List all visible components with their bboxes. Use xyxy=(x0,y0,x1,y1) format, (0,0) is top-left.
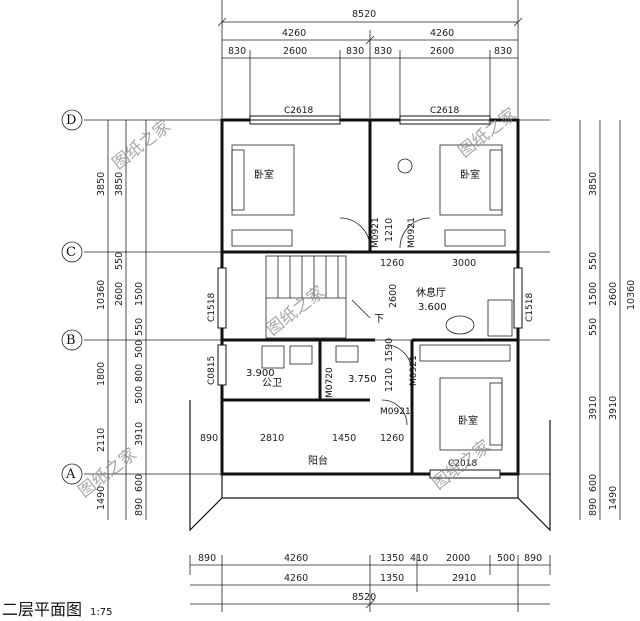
room-label-bedroom: 卧室 xyxy=(460,168,480,181)
dim-interior: 890 xyxy=(200,433,218,444)
watermark-text: 图纸之家 xyxy=(455,104,521,162)
dim-left-inner: 550 xyxy=(114,252,125,270)
axis-label-c: C xyxy=(66,245,76,260)
room-label-wc: 公卫 xyxy=(262,378,282,389)
dim-top-sub: 830 xyxy=(228,46,246,57)
dim-bottom-a: 4260 xyxy=(284,553,308,564)
dim-interior: 1260 xyxy=(380,433,404,444)
dim-interior: 1590 xyxy=(384,338,395,362)
room-label-lounge: 休息厅 xyxy=(416,286,446,299)
door-label: M0921 xyxy=(409,355,419,386)
dim-left-outer: 3850 xyxy=(96,172,107,196)
dim-bottom-a: 500 xyxy=(497,553,515,564)
dim-left-inner: 3910 xyxy=(134,422,145,446)
dim-top-sub: 2600 xyxy=(283,46,307,57)
dim-left-outer: 10360 xyxy=(96,280,107,310)
drawing-title: 二层平面图 1:75 xyxy=(2,596,112,620)
door-label: M0720 xyxy=(325,367,335,398)
door-label: M0921 xyxy=(371,217,381,248)
dim-top-sub: 2600 xyxy=(430,46,454,57)
watermark-text: 图纸之家 xyxy=(109,116,175,174)
room-label-bedroom: 卧室 xyxy=(254,168,274,181)
dim-left-inner: 890 xyxy=(134,498,145,516)
dim-right-outer: 10360 xyxy=(626,280,637,310)
level-mark: 3.750 xyxy=(348,374,377,385)
room-label-balcony: 阳台 xyxy=(308,454,328,467)
dim-top-total: 8520 xyxy=(352,9,376,20)
dim-left-inner: 800 xyxy=(134,364,145,382)
dim-right-outer: 1490 xyxy=(608,486,619,510)
dim-left-inner: 1500 xyxy=(134,282,145,306)
dim-bottom-a: 410 xyxy=(410,553,428,564)
window-label: C2618 xyxy=(284,106,313,116)
dim-bottom-b: 1350 xyxy=(380,573,404,584)
dim-interior: 1210 xyxy=(384,368,395,392)
door-label: M0921 xyxy=(407,217,417,248)
dim-interior: 1260 xyxy=(380,258,404,269)
axis-label-b: B xyxy=(66,333,76,348)
level-mark: 3.600 xyxy=(418,302,447,313)
dim-right-inner: 550 xyxy=(588,318,599,336)
dim-interior: 1450 xyxy=(332,433,356,444)
dim-interior: 2810 xyxy=(260,433,284,444)
drawing-scale: 1:75 xyxy=(90,607,113,618)
dim-interior: 1210 xyxy=(384,218,395,242)
dim-right-inner: 3850 xyxy=(588,172,599,196)
stair-down-label: 下 xyxy=(374,314,384,325)
watermark-text: 图纸之家 xyxy=(429,436,495,494)
dim-interior: 3000 xyxy=(452,258,476,269)
level-mark: 3.900 xyxy=(246,368,275,379)
window-label: C1518 xyxy=(525,293,535,322)
dim-left-inner: 500 xyxy=(134,386,145,404)
dim-left-inner: 3850 xyxy=(114,172,125,196)
axis-label-a: A xyxy=(65,467,76,482)
door-label: M0921 xyxy=(380,407,411,417)
dim-bottom-a: 2000 xyxy=(446,553,470,564)
dim-left-outer: 1490 xyxy=(96,486,107,510)
dim-bottom-b: 2910 xyxy=(452,573,476,584)
dim-right-inner: 1500 xyxy=(588,282,599,306)
dim-top-half-left: 4260 xyxy=(282,28,306,39)
dim-top-sub: 830 xyxy=(346,46,364,57)
dim-right-inner: 600 xyxy=(588,474,599,492)
axis-label-d: D xyxy=(66,113,76,128)
dim-bottom-b: 4260 xyxy=(284,573,308,584)
window-label: C2018 xyxy=(448,459,477,469)
window-label: C2618 xyxy=(430,106,459,116)
dim-left-inner: 600 xyxy=(134,474,145,492)
dim-left-inner: 500 xyxy=(134,340,145,358)
room-label-bedroom: 卧室 xyxy=(458,414,478,427)
window-label: C0815 xyxy=(207,356,217,385)
dim-bottom-total: 8520 xyxy=(352,592,376,603)
dim-right-outer: 2600 xyxy=(608,282,619,306)
window-label: C1518 xyxy=(207,293,217,322)
dim-left-inner: 550 xyxy=(134,318,145,336)
dim-top-sub: 830 xyxy=(494,46,512,57)
watermark-text: 图纸之家 xyxy=(263,282,329,340)
dim-top-sub: 830 xyxy=(374,46,392,57)
dim-right-outer: 3910 xyxy=(608,396,619,420)
dim-left-outer: 1800 xyxy=(96,362,107,386)
dim-left-inner: 2600 xyxy=(114,282,125,306)
dim-right-inner: 550 xyxy=(588,252,599,270)
dim-right-inner: 890 xyxy=(588,498,599,516)
dim-top-half-right: 4260 xyxy=(430,28,454,39)
dim-bottom-a: 1350 xyxy=(380,553,404,564)
dim-bottom-a: 890 xyxy=(198,553,216,564)
drawing-title-text: 二层平面图 xyxy=(2,600,83,619)
dim-left-outer: 2110 xyxy=(96,428,107,452)
dim-interior: 2600 xyxy=(388,284,399,308)
dim-right-inner: 3910 xyxy=(588,396,599,420)
dim-bottom-a: 890 xyxy=(524,553,542,564)
